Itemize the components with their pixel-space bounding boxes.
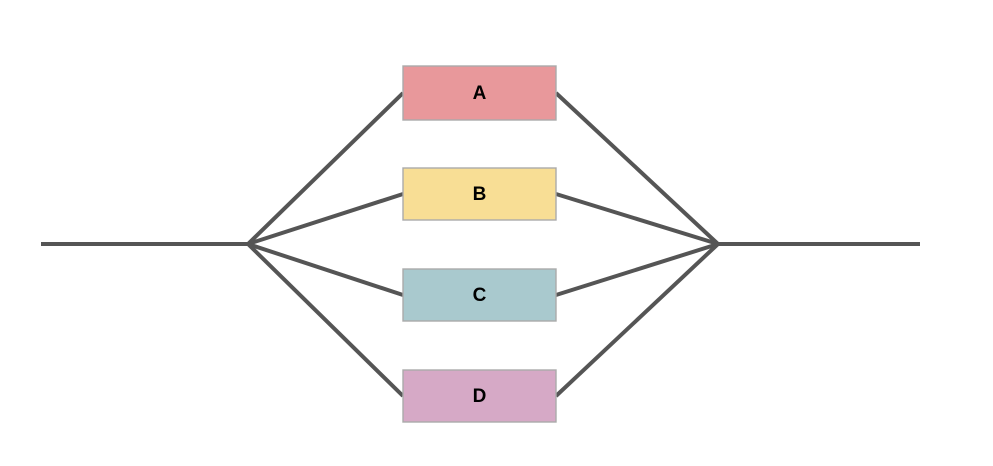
edge-split-a [246,91,405,246]
node-rect-d[interactable] [402,369,557,423]
edge-b-merge [555,192,719,246]
node-rect-a[interactable] [402,65,557,121]
nodes-layer: A B C D [402,65,557,423]
edge-split-b [247,192,404,246]
node-d[interactable]: D [402,369,557,423]
node-label-b: B [473,184,487,205]
node-b[interactable]: B [402,167,557,221]
node-c[interactable]: C [402,268,557,322]
edges-layer [41,91,920,398]
edge-split-d [246,242,405,398]
node-label-a: A [473,83,487,104]
edge-c-merge [555,242,719,297]
edge-d-merge [554,242,720,398]
node-rect-c[interactable] [402,268,557,322]
edge-split-c [247,242,404,297]
node-label-c: C [473,285,487,306]
node-rect-b[interactable] [402,167,557,221]
node-a[interactable]: A [402,65,557,121]
node-label-d: D [473,386,487,407]
edge-a-merge [554,91,720,246]
